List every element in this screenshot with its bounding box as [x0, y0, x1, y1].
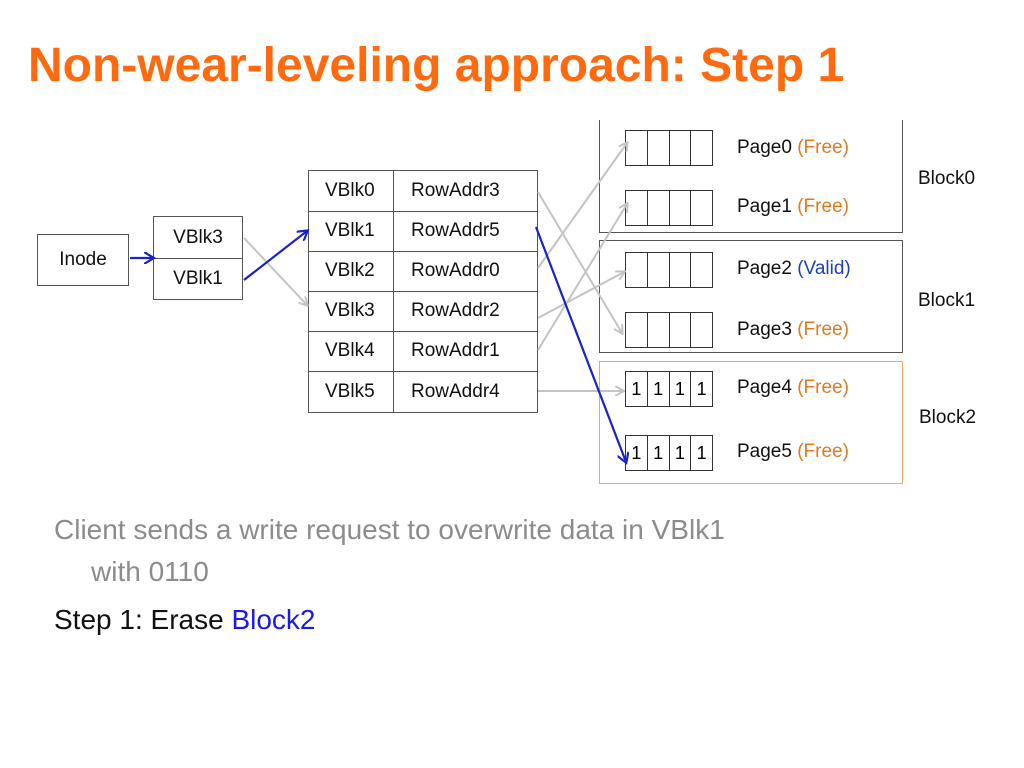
rowaddr-cell: RowAddr2	[411, 300, 500, 321]
bit-cell	[668, 253, 691, 287]
page-status: (Free)	[797, 441, 849, 462]
bit-cell: 1	[668, 436, 691, 470]
page-label: Page4 (Free)	[737, 377, 849, 399]
block-label: Block0	[918, 168, 976, 189]
bit-cell: 1	[646, 372, 669, 406]
vblk-cell: VBlk3	[325, 300, 375, 321]
inode-label: Inode	[59, 249, 107, 270]
rowaddr-cell: RowAddr4	[411, 380, 500, 402]
bit-cell	[646, 191, 669, 225]
page-name: Page2	[737, 258, 792, 279]
block2-frame	[599, 361, 903, 484]
inode-vblk-list: VBlk3 VBlk1	[153, 216, 243, 300]
arrow-rowaddr3	[537, 191, 622, 333]
step-line: Step 1: Erase Block2	[54, 602, 315, 638]
bit-cell	[646, 131, 669, 165]
vblk-cell: VBlk2	[325, 260, 375, 281]
bit-cell: 1	[668, 372, 691, 406]
page-name: Page1	[737, 196, 792, 217]
step-target: Block2	[231, 604, 316, 635]
page-status: (Free)	[797, 319, 849, 340]
page-status: (Valid)	[797, 258, 851, 279]
rowaddr-cell: RowAddr1	[411, 340, 500, 361]
bit-cell	[668, 191, 691, 225]
inode-vblk-label: VBlk3	[173, 226, 223, 248]
page-label: Page2 (Valid)	[737, 258, 851, 280]
inode-vblk-item: VBlk1	[154, 259, 242, 299]
page-name: Page5	[737, 441, 792, 462]
arrow-rowaddr5	[534, 226, 626, 462]
page-status: (Free)	[797, 377, 849, 398]
block-label: Block1	[918, 290, 976, 311]
block0-frame	[599, 120, 903, 233]
table-row: VBlk4 RowAddr1	[309, 331, 537, 371]
page-name: Page3	[737, 319, 792, 340]
table-row: VBlk1 RowAddr5	[309, 211, 537, 251]
mapping-table: VBlk0 RowAddr3 VBlk1 RowAddr5 VBlk2 RowA…	[308, 170, 538, 413]
arrow-vblk1	[243, 231, 307, 281]
bit-cell	[668, 131, 691, 165]
vblk-cell: VBlk1	[325, 220, 375, 241]
page-status: (Free)	[797, 196, 849, 217]
page-cells	[625, 312, 713, 348]
step-label: Step 1	[54, 604, 135, 635]
step-separator: : Erase	[134, 604, 232, 635]
inode-box: Inode	[37, 234, 129, 286]
page-status: (Free)	[797, 137, 849, 158]
bit-cell	[690, 253, 712, 287]
table-row: VBlk2 RowAddr0	[309, 251, 537, 291]
block-label: Block2	[919, 407, 977, 428]
bit-cell	[690, 313, 712, 347]
table-row: VBlk0 RowAddr3	[309, 171, 537, 211]
page-cells	[625, 252, 713, 288]
page-label: Page0 (Free)	[737, 137, 849, 159]
rowaddr-cell: RowAddr5	[411, 220, 500, 241]
bit-cell: 1	[631, 378, 642, 399]
inode-vblk-item: VBlk3	[154, 217, 242, 258]
arrow-vblk3-grey	[243, 237, 307, 305]
slide-title: Non-wear-leveling approach: Step 1	[28, 39, 845, 92]
body-line-1: Client sends a write request to overwrit…	[54, 510, 725, 550]
body-text: with 0110	[91, 556, 209, 587]
rowaddr-cell: RowAddr0	[411, 260, 500, 281]
page-name: Page4	[737, 377, 792, 398]
page-label: Page3 (Free)	[737, 319, 849, 341]
vblk-cell: VBlk0	[325, 180, 375, 201]
rowaddr-cell: RowAddr3	[411, 180, 500, 201]
bit-cell: 1	[690, 436, 712, 470]
body-line-2: with 0110	[91, 552, 209, 592]
page-label: Page1 (Free)	[737, 196, 849, 218]
table-row: VBlk3 RowAddr2	[309, 291, 537, 331]
vblk-cell: VBlk5	[325, 380, 375, 402]
bit-cell	[690, 191, 712, 225]
bit-cell: 1	[646, 436, 669, 470]
bit-cell	[690, 131, 712, 165]
page-name: Page0	[737, 137, 792, 158]
bit-cell	[646, 253, 669, 287]
vblk-cell: VBlk4	[325, 340, 375, 361]
arrow-rowaddr1	[537, 204, 627, 351]
page-cells: 1 1 1 1	[625, 371, 713, 407]
inode-vblk-label: VBlk1	[173, 268, 223, 289]
bit-cell	[668, 313, 691, 347]
bit-cell: 1	[631, 442, 642, 463]
table-row: VBlk5 RowAddr4	[309, 371, 537, 412]
bit-cell: 1	[690, 372, 712, 406]
arrow-rowaddr2	[537, 272, 624, 319]
body-text: Client sends a write request to overwrit…	[54, 514, 725, 545]
arrow-rowaddr0	[537, 143, 627, 269]
bit-cell	[646, 313, 669, 347]
page-label: Page5 (Free)	[737, 441, 849, 463]
